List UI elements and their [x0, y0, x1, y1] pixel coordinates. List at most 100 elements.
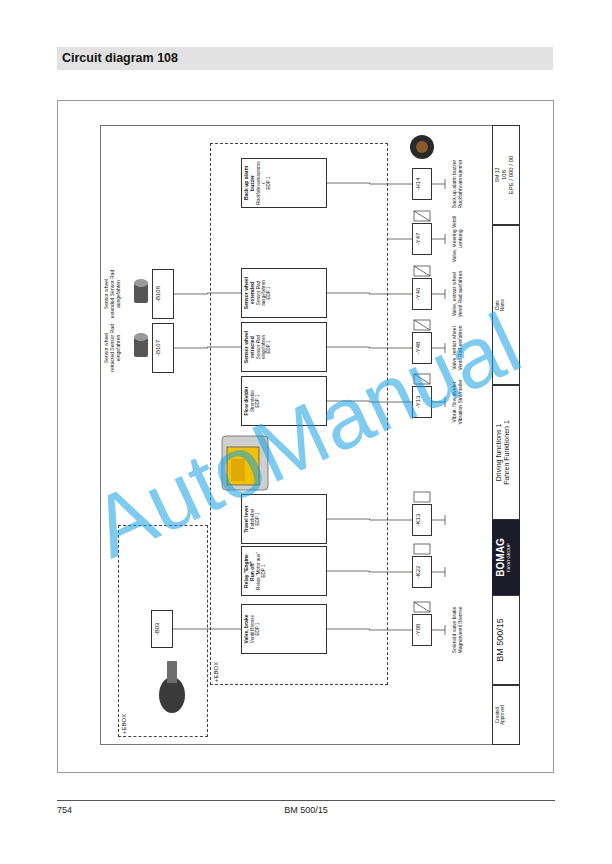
header-band: [57, 47, 553, 70]
buzzer-body: [410, 135, 434, 159]
relay-coil: [414, 492, 430, 502]
relay-coil: [414, 544, 430, 554]
wire: [432, 630, 445, 631]
component-box: -K22: [412, 556, 432, 588]
wire: [327, 183, 412, 184]
ground-symbol: [445, 567, 446, 577]
node-text: Fahren Funktionen 1: [503, 388, 511, 517]
ground-symbol: [445, 234, 446, 244]
wire: [174, 347, 241, 348]
node-text: Relais "Motor aus": [256, 549, 261, 593]
component-caption: Solenoid valve brake Magnetventil Bremse: [452, 600, 464, 660]
page-number: 754: [57, 806, 72, 816]
node-text: EDP 1: [266, 271, 271, 315]
node-text: 108: [501, 128, 508, 222]
coil-diagonal: [414, 320, 430, 330]
coil-symbol: [414, 602, 430, 612]
maker-logo: BOMAGFAYAT GROUP: [492, 520, 520, 595]
wire: [432, 520, 445, 521]
component-caption: Valve, steering Ventil Lenkung: [452, 213, 464, 265]
ground-symbol: [445, 625, 446, 635]
sensor-picture: [159, 661, 185, 713]
pin-table: Valve, brakeVentil BremseEDP 1: [241, 604, 327, 654]
sensor-box: -B03: [151, 610, 173, 648]
wire: [432, 294, 445, 295]
node-heading: -H14: [415, 171, 422, 197]
coil-symbol: [414, 320, 430, 330]
coil-symbol: [414, 266, 430, 276]
node-heading: Driving functions 1: [495, 388, 503, 517]
sensor-caption: Sensor wheel extended Sensor Rad ausgefa…: [104, 269, 121, 319]
buzzer-picture: [410, 135, 434, 159]
node-heading: Back up alarm buzzer: [244, 161, 256, 205]
coil-diagonal: [414, 266, 430, 276]
node-heading: Created: [495, 688, 500, 742]
component-caption: Back up alarm buzzer Rückfahrwarnsummer: [452, 158, 464, 210]
component-caption: Valve, extract wheel Ventil Rad ausfahre…: [452, 268, 464, 320]
node-heading: -B108: [155, 272, 162, 316]
node-heading: +EBOX: [213, 146, 220, 682]
sensor-caption: Sensor wheel retracted Sensor Rad eingef…: [104, 323, 121, 373]
node-text: Ventil Bremse: [250, 607, 255, 651]
pin-table: Sensor wheel extendedSensor Rad ausgefah…: [241, 268, 327, 318]
wire: [432, 239, 445, 240]
node-heading: BM 500/15: [495, 598, 505, 682]
node-text: EPE / 000 / 00: [508, 128, 515, 222]
component-box: -H14: [412, 168, 432, 200]
node-heading: -B107: [155, 326, 162, 370]
wire: [432, 572, 445, 573]
sensor-picture: [134, 333, 148, 357]
sensor-tip: [167, 661, 177, 683]
node-heading: -K13: [415, 507, 422, 533]
sensor-picture: [134, 279, 148, 303]
node-heading: Sensor wheel extended: [244, 271, 256, 315]
title-block-cell: CreatedApproved: [492, 685, 520, 745]
component-box: -Y46: [412, 278, 432, 310]
node-text: Sensor Rad eingefahren: [256, 325, 267, 369]
node-text: Approved: [500, 688, 505, 742]
wire: [327, 293, 412, 294]
node-heading: -Y08: [415, 617, 422, 643]
component-box: -K13: [412, 504, 432, 536]
wire: [432, 184, 445, 185]
node-heading: Sensor wheel retracted: [244, 325, 256, 369]
node-heading: BOMAG: [495, 523, 507, 592]
buzzer-face: [416, 141, 428, 153]
pin-table: Relay "Engine Run off"Relais "Motor aus"…: [241, 546, 327, 596]
title-block-cell: BM 13108EPE / 000 / 00: [492, 125, 520, 225]
coil-diagonal: [414, 211, 430, 221]
node-text: Sensor Rad ausgefahren: [256, 271, 267, 315]
wire: [327, 571, 412, 572]
node-text: EDP 1: [266, 161, 271, 205]
pin-table: Back up alarm buzzerRückfahrwarnsummerED…: [241, 158, 327, 208]
sensor-box: -B107: [152, 323, 174, 373]
node-text: Rückfahrwarnsummer: [256, 161, 267, 205]
node-heading: -Y46: [415, 281, 422, 307]
sensor-face: [134, 333, 148, 341]
sensor-box: -B108: [152, 269, 174, 319]
node-heading: Relay "Engine Run off": [244, 549, 256, 593]
component-box: -Y08: [412, 614, 432, 646]
node-text: EDP 1: [255, 607, 260, 651]
node-heading: -K22: [415, 559, 422, 585]
wire: [388, 239, 412, 240]
sensor-face: [134, 279, 148, 287]
ground-symbol: [445, 179, 446, 189]
node-text: EDP 1: [261, 549, 266, 593]
wire: [327, 519, 412, 520]
footer-model: BM 500/15: [206, 806, 406, 816]
node-heading: BM 13: [495, 128, 501, 222]
node-heading: -B03: [154, 613, 161, 645]
coil-symbol: [414, 211, 430, 221]
node-text: EDP 1: [266, 325, 271, 369]
page-title: Circuit diagram 108: [62, 51, 178, 65]
component-box: -Y47: [412, 223, 432, 255]
wire: [173, 629, 241, 630]
coil-diagonal: [414, 602, 430, 612]
footer-rule: [57, 800, 555, 801]
ground-symbol: [445, 515, 446, 525]
node-heading: Valve, brake: [244, 607, 250, 651]
title-block-cell: Driving functions 1Fahren Funktionen 1: [492, 385, 520, 520]
title-block-cell: BM 500/15: [492, 595, 520, 685]
pin-table: Sensor wheel retractedSensor Rad eingefa…: [241, 322, 327, 372]
